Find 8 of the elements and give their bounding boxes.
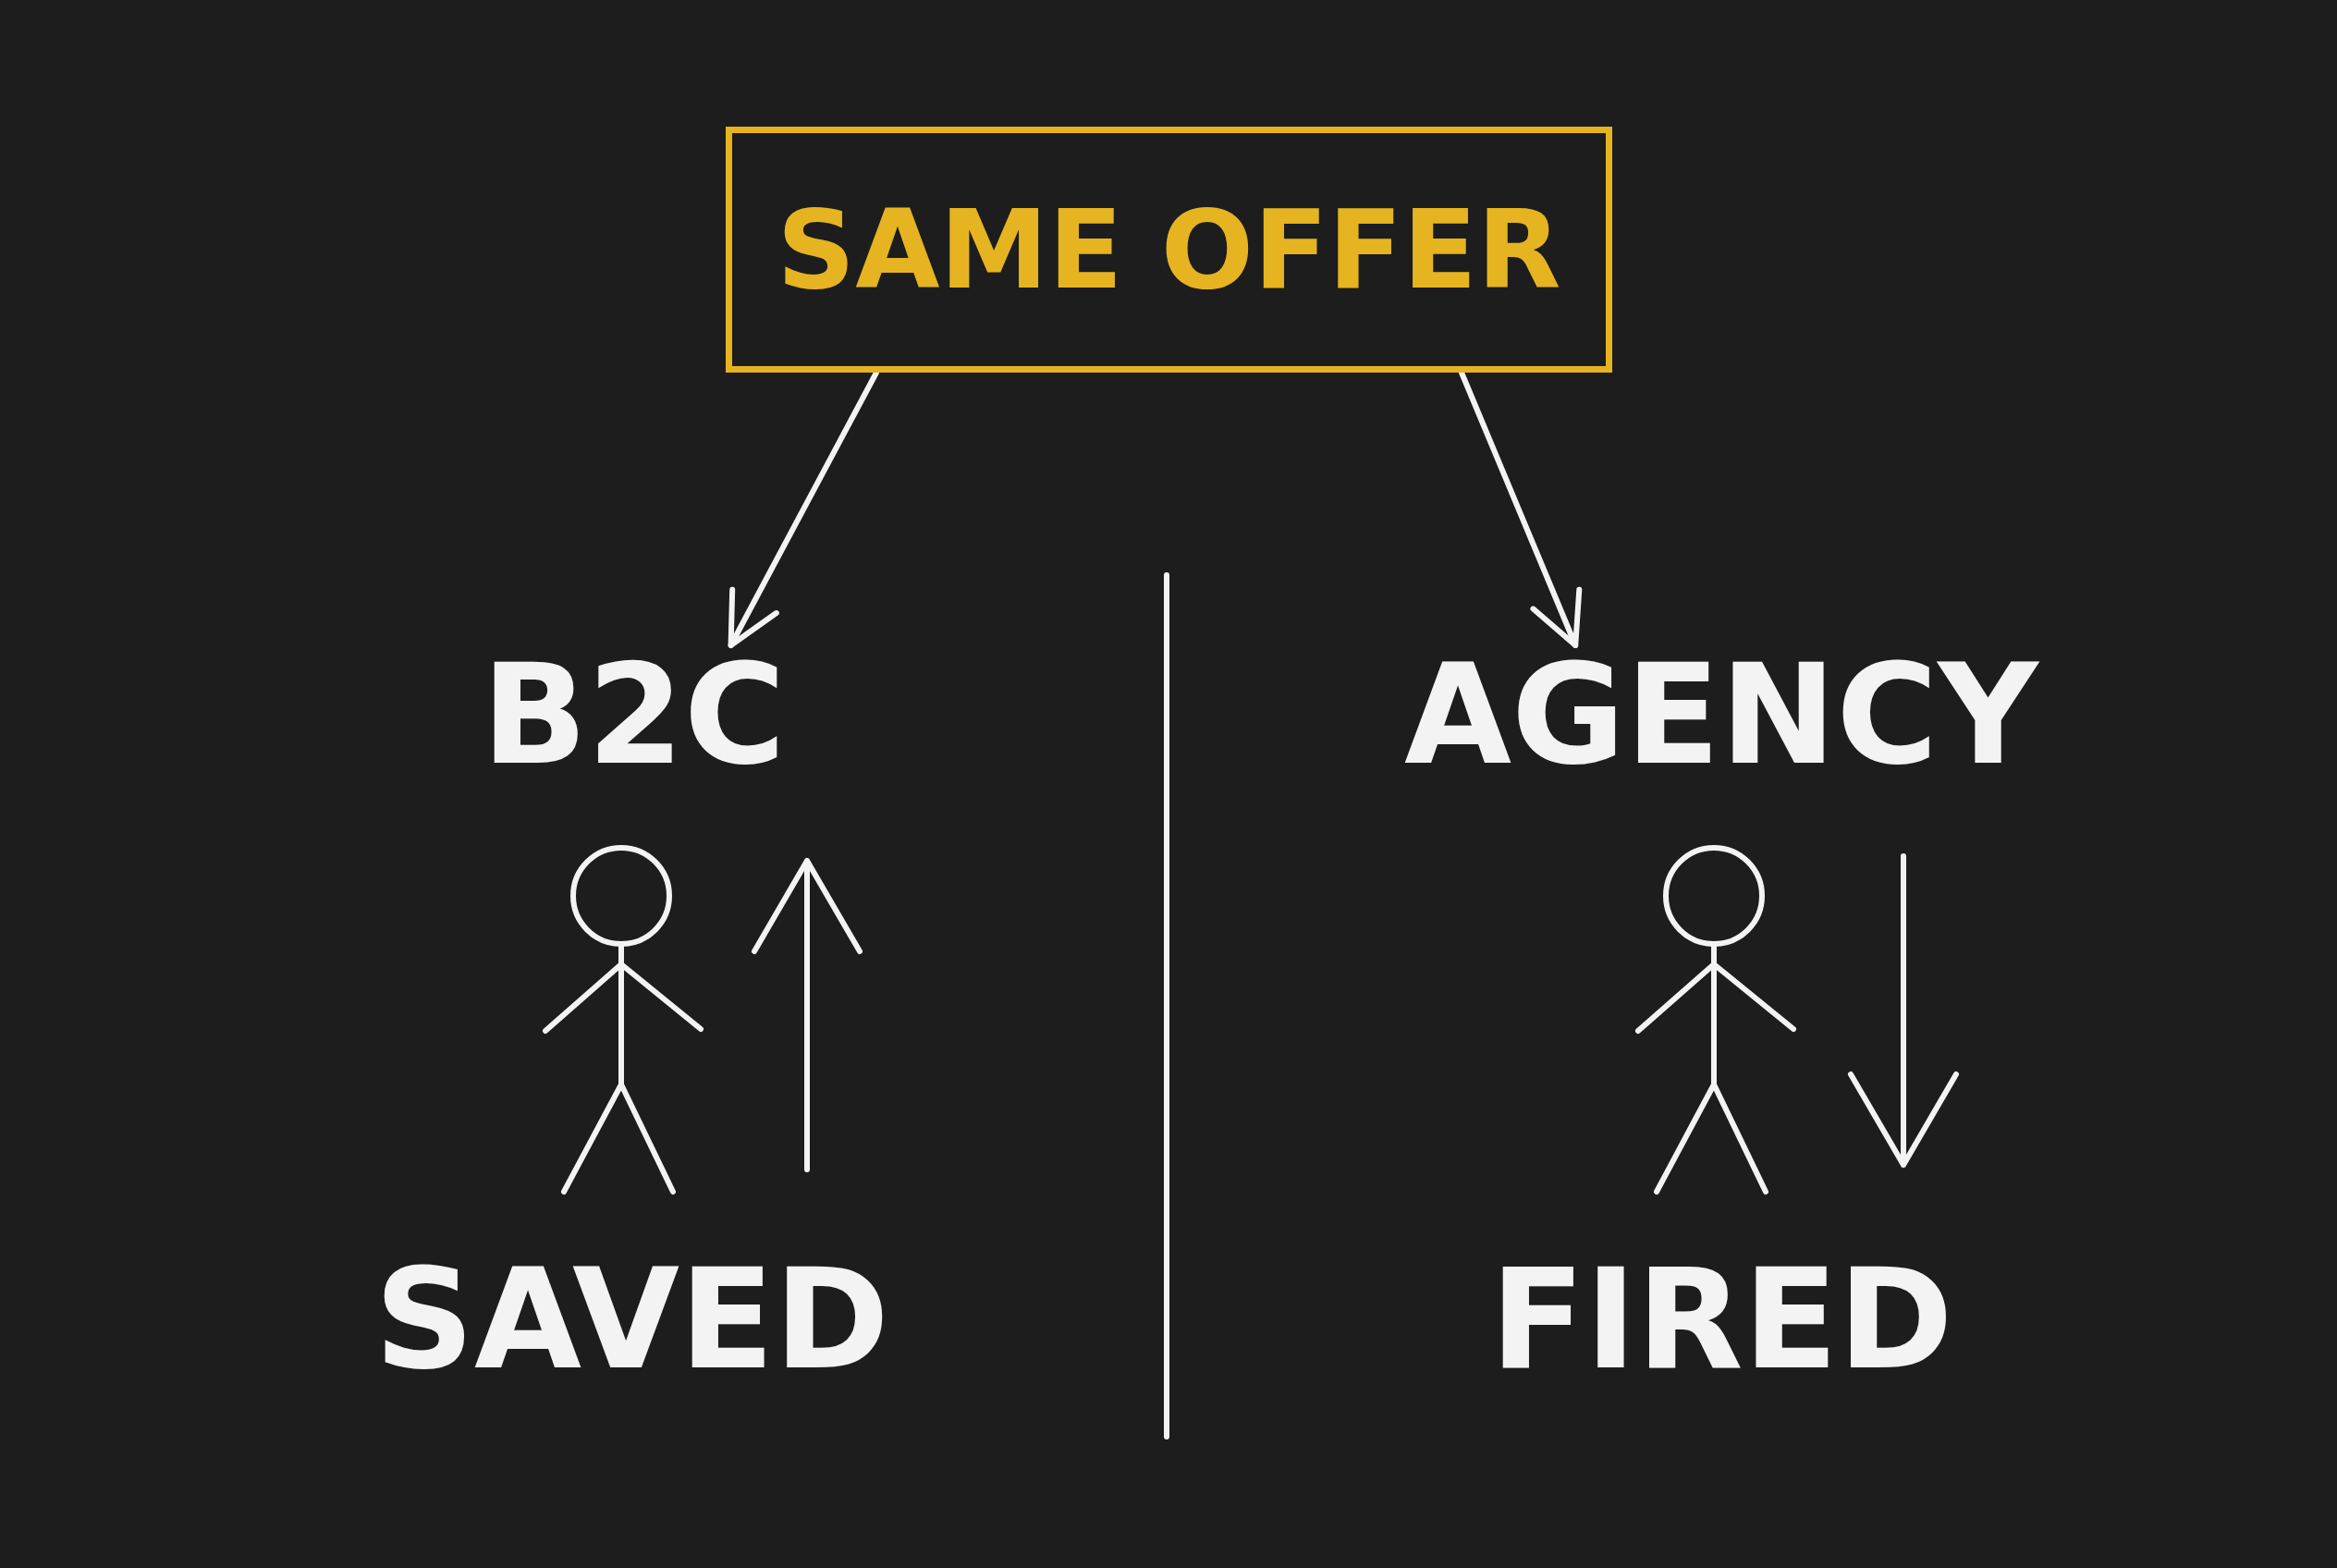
arrow [728,370,879,648]
outcome-label: SAVED [374,1250,889,1389]
segment-label: B2C [482,645,786,784]
box-title: SAME OFFER [777,195,1561,304]
outcome-label: FIRED [1490,1250,1953,1389]
offer-box [726,127,1612,373]
arrow [1459,370,1583,648]
segment-label: AGENCY [1404,645,2038,784]
